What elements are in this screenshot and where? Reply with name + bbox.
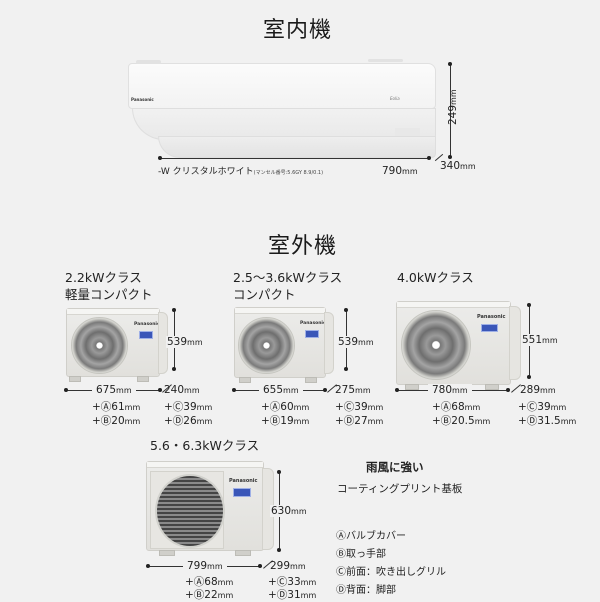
outdoor-unit-2-extra-d: +Ⓓ27mm [335, 415, 384, 427]
outdoor-unit-4-class: 5.6・6.3kWクラス [150, 438, 260, 453]
outdoor-unit-2-depth: 275mm [335, 384, 371, 396]
outdoor-unit-3-class: 4.0kWクラス [397, 270, 474, 285]
legend-item-c: Ⓒ前面：吹き出しグリル [336, 567, 446, 578]
indoor-unit-image: Panasonic Eolia [128, 58, 438, 163]
outdoor-unit-4-extra-b: +Ⓑ22mm [185, 589, 234, 601]
outdoor-unit-3-extra-b: +Ⓑ20.5mm [432, 415, 491, 427]
outdoor-unit-4-width: 799mm [183, 560, 227, 572]
outdoor-unit-2-image: Panasonic [234, 307, 326, 383]
outdoor-unit-2-extra-c: +Ⓒ39mm [335, 401, 384, 413]
outdoor-unit-title: 室外機 [268, 234, 338, 259]
outdoor-unit-1-width: 675mm [92, 384, 136, 396]
indoor-depth-label: 340mm [440, 160, 476, 172]
feature-text: コーティングプリント基板 [337, 483, 463, 495]
outdoor-unit-2-extra-b: +Ⓑ19mm [261, 415, 310, 427]
indoor-brand-logo: Panasonic [131, 97, 154, 102]
outdoor-unit-3-width: 780mm [428, 384, 472, 396]
indoor-unit-title: 室内機 [263, 18, 333, 43]
indoor-width-label: 790mm [382, 165, 418, 177]
outdoor-unit-4-extra-a: +Ⓐ68mm [185, 576, 234, 588]
outdoor-unit-3-depth: 289mm [520, 384, 556, 396]
feature-heading: 雨風に強い [366, 460, 424, 474]
indoor-color-label: -W クリスタルホワイト(マンセル番号:5.6GY 8.9/0.1) [158, 167, 324, 177]
outdoor-unit-1-extra-a: +Ⓐ61mm [92, 401, 141, 413]
indoor-height-label: 249mm [447, 89, 459, 125]
outdoor-unit-4-extra-d: +Ⓓ31mm [268, 589, 317, 601]
outdoor-unit-1-image: Panasonic [66, 308, 160, 382]
indoor-height-line [450, 64, 451, 158]
indoor-model-logo: Eolia [390, 96, 400, 101]
outdoor-unit-2-extra-a: +Ⓐ60mm [261, 401, 310, 413]
legend-item-a: Ⓐバルブカバー [336, 531, 406, 542]
outdoor-unit-3-extra-a: +Ⓐ68mm [432, 401, 481, 413]
outdoor-unit-2-class: 2.5〜3.6kWクラス コンパクト [233, 270, 343, 302]
outdoor-unit-1-height: 539mm [166, 336, 204, 348]
outdoor-unit-3-image: Panasonic [396, 301, 511, 390]
outdoor-unit-3-height: 551mm [521, 334, 559, 346]
outdoor-unit-4-height: 630mm [270, 505, 308, 517]
outdoor-unit-1-extra-d: +Ⓓ26mm [164, 415, 213, 427]
parts-legend: Ⓐバルブカバー Ⓑ取っ手部 Ⓒ前面：吹き出しグリル Ⓓ背面：脚部 [336, 530, 446, 598]
indoor-width-line [160, 158, 430, 159]
outdoor-unit-4-image: Panasonic [146, 461, 264, 556]
outdoor-unit-1-depth: 240mm [164, 384, 200, 396]
outdoor-unit-4-depth: 299mm [270, 560, 306, 572]
outdoor-unit-2-width: 655mm [259, 384, 303, 396]
legend-item-d: Ⓓ背面：脚部 [336, 585, 396, 596]
legend-item-b: Ⓑ取っ手部 [336, 549, 386, 560]
outdoor-unit-3-extra-d: +Ⓓ31.5mm [518, 415, 577, 427]
outdoor-unit-4-extra-c: +Ⓒ33mm [268, 576, 317, 588]
outdoor-unit-1-extra-b: +Ⓑ20mm [92, 415, 141, 427]
outdoor-unit-3-extra-c: +Ⓒ39mm [518, 401, 567, 413]
outdoor-unit-2-height: 539mm [337, 336, 375, 348]
outdoor-unit-1-class: 2.2kWクラス 軽量コンパクト [65, 270, 153, 302]
outdoor-unit-1-extra-c: +Ⓒ39mm [164, 401, 213, 413]
